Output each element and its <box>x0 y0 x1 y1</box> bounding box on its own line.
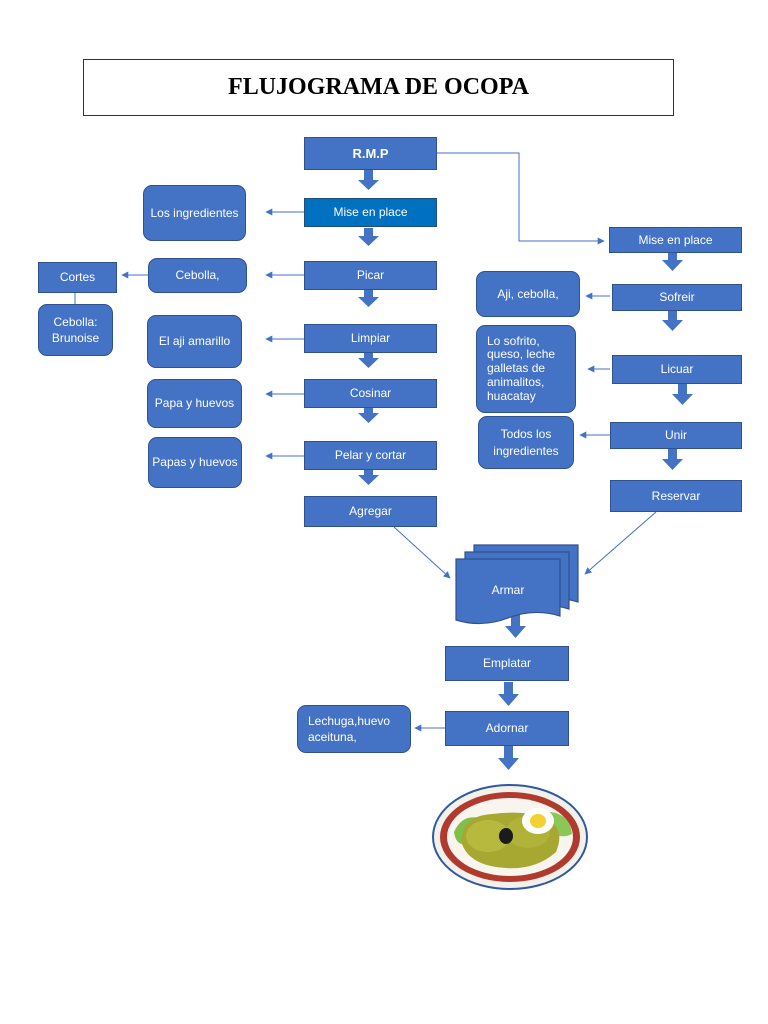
block-arrow-down <box>358 467 379 485</box>
step-pelar-cortar: Pelar y cortar <box>304 441 437 470</box>
block-arrow-down <box>358 289 379 307</box>
armar-document-stack <box>455 544 579 625</box>
block-arrow-down <box>505 614 526 638</box>
diagram-title-box: FLUJOGRAMA DE OCOPA <box>83 59 674 116</box>
step-rmp: R.M.P <box>304 137 437 170</box>
step-emplatar: Emplatar <box>445 646 569 681</box>
step-reservar: Reservar <box>610 480 742 512</box>
note-cebolla-brunoise: Cebolla: Brunoise <box>38 304 113 356</box>
thin-connectors <box>121 152 657 732</box>
step-picar: Picar <box>304 261 437 290</box>
step-adornar: Adornar <box>445 711 569 746</box>
note-todos-ingredientes: Todos los ingredientes <box>478 416 574 469</box>
block-arrow-down <box>662 449 683 470</box>
note-papa-huevos: Papa y huevos <box>147 379 242 428</box>
note-los-ingredientes: Los ingredientes <box>143 185 246 241</box>
block-arrow-down <box>672 384 693 405</box>
step-cosinar: Cosinar <box>304 379 437 408</box>
block-arrow-down <box>358 228 379 246</box>
step-licuar: Licuar <box>612 355 742 384</box>
step-limpiar: Limpiar <box>304 324 437 353</box>
step-right-mise-en-place: Mise en place <box>609 227 742 253</box>
block-arrows <box>358 170 693 770</box>
step-agregar: Agregar <box>304 496 437 527</box>
block-arrow-down <box>498 746 519 770</box>
step-mise-en-place: Mise en place <box>304 198 437 227</box>
note-aji-amarillo: El aji amarillo <box>147 315 242 368</box>
step-sofreir: Sofreir <box>612 284 742 311</box>
block-arrow-down <box>358 350 379 368</box>
connector <box>393 526 451 579</box>
note-papas-huevos: Papas y huevos <box>148 437 242 488</box>
step-unir: Unir <box>610 422 742 449</box>
block-arrow-down <box>662 250 683 271</box>
note-cortes: Cortes <box>38 262 117 293</box>
ocopa-dish-image <box>432 784 588 890</box>
note-aji-cebolla: Aji, cebolla, <box>476 271 580 317</box>
diagram-title: FLUJOGRAMA DE OCOPA <box>228 74 529 100</box>
note-garnish: Lechuga,huevo aceituna, <box>297 705 411 753</box>
connector <box>584 511 657 575</box>
block-arrow-down <box>358 170 379 190</box>
step-armar: Armar <box>491 583 525 597</box>
block-arrow-down <box>498 682 519 706</box>
note-cebolla: Cebolla, <box>148 258 247 293</box>
note-sofrito: Lo sofrito, queso, leche galletas de ani… <box>476 325 576 413</box>
block-arrow-down <box>662 310 683 331</box>
block-arrow-down <box>358 405 379 423</box>
connector-rmp-to-right <box>436 152 605 245</box>
